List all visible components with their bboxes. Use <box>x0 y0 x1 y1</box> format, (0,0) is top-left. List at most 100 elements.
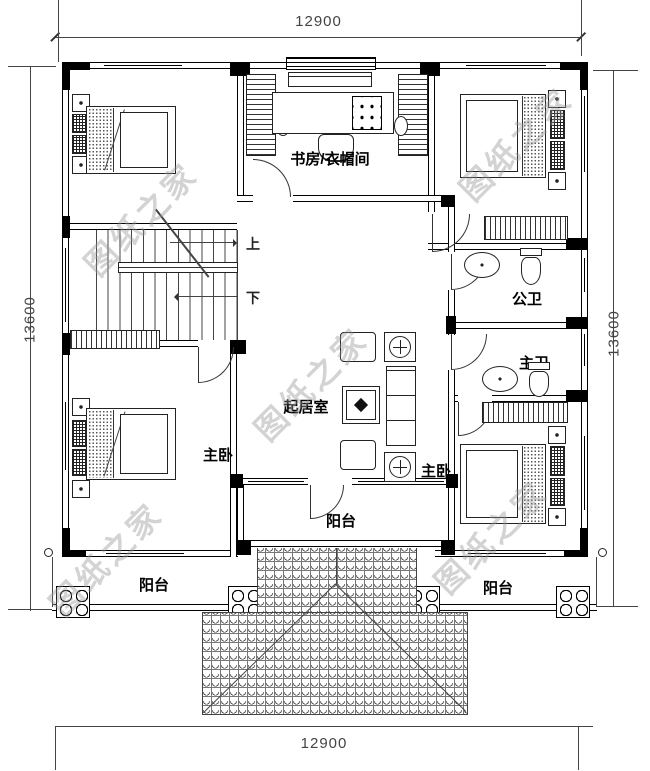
cabinet-hatch <box>550 141 565 170</box>
watermark: 图纸之家 <box>247 320 376 449</box>
stairwell-edge <box>237 230 238 340</box>
wall-segment <box>448 290 455 335</box>
roof-edge <box>202 714 468 715</box>
stair-direction-line <box>170 242 236 243</box>
wall-segment <box>428 243 588 250</box>
wall-pier <box>564 550 588 557</box>
window <box>286 57 376 70</box>
desk-keyboard <box>352 96 382 130</box>
dim-line <box>30 66 31 611</box>
cabinet-hatch <box>550 110 565 139</box>
balcony-rail <box>596 557 597 607</box>
drain-circle <box>598 548 607 557</box>
window <box>468 550 546 557</box>
nightstand <box>72 480 90 498</box>
side-table-lamp-icon <box>389 456 411 478</box>
cabinet-hatch <box>550 446 565 476</box>
window <box>466 62 546 69</box>
wall-segment <box>448 370 455 548</box>
nightstand <box>548 426 566 444</box>
room-label-public-bath: 公卫 <box>511 291 542 308</box>
dim-line <box>55 726 593 727</box>
wardrobe <box>70 330 160 349</box>
wall-pier <box>62 550 86 557</box>
bed-pillow <box>88 410 114 478</box>
wall-segment <box>237 62 244 202</box>
wall-pier <box>560 62 588 70</box>
nightstand <box>548 508 566 526</box>
wall-pier <box>566 238 588 250</box>
window <box>581 334 588 366</box>
balcony-rail <box>52 557 53 607</box>
wall-segment <box>581 62 588 557</box>
coffee-table-inner <box>346 390 376 420</box>
armchair <box>340 440 376 470</box>
wall-pier <box>566 317 588 329</box>
sink <box>464 252 500 278</box>
sofa <box>386 366 416 446</box>
dim-bottom: 12900 <box>300 735 348 752</box>
window <box>62 248 69 322</box>
wall-pier <box>62 62 90 70</box>
balcony-rail <box>435 604 597 611</box>
nightstand <box>72 398 90 416</box>
bed-mattress <box>466 450 518 518</box>
cabinet-hatch <box>72 135 88 154</box>
bed-mattress <box>120 112 168 168</box>
wall-pier <box>566 390 588 402</box>
sink <box>482 366 518 392</box>
roof-edge <box>257 548 258 612</box>
window <box>106 550 184 557</box>
cabinet-hatch <box>550 478 565 506</box>
roof-ridge <box>336 548 337 585</box>
balcony-rail <box>237 540 455 547</box>
wall-segment <box>428 62 435 212</box>
shelf <box>288 72 372 87</box>
wall-pier <box>580 528 588 550</box>
room-label-balcony-left: 阳台 <box>138 577 169 594</box>
wall-pier <box>420 62 440 76</box>
nightstand <box>72 94 90 112</box>
wall-pier <box>230 474 243 488</box>
wardrobe <box>246 74 276 156</box>
room-label-balcony-center: 阳台 <box>325 513 356 530</box>
extension-line <box>8 609 56 610</box>
room-label-living: 起居室 <box>283 399 329 416</box>
wall-pier <box>230 62 250 76</box>
wall-pier <box>62 62 70 90</box>
wall-pier <box>446 474 458 488</box>
nightstand <box>548 90 566 108</box>
bed-mattress <box>466 100 518 172</box>
stair-direction-line <box>175 296 237 297</box>
window <box>581 436 588 510</box>
balcony-rail <box>448 485 455 547</box>
wall-pier <box>237 540 251 555</box>
wardrobe <box>398 74 428 156</box>
drain-circle <box>44 548 53 557</box>
stairs-down-label: 下 <box>246 290 260 306</box>
bed-pillow <box>88 108 114 172</box>
wall-pier <box>62 333 70 355</box>
door-arc <box>198 347 234 383</box>
stairs-up-label: 上 <box>246 236 260 252</box>
balcony-rail <box>237 485 244 547</box>
window <box>581 258 588 292</box>
extension-line <box>8 66 56 67</box>
wall-pier <box>441 540 455 555</box>
wall-pier <box>230 340 246 354</box>
cabinet-hatch <box>72 449 88 476</box>
extension-line <box>593 70 638 71</box>
wall-pier <box>62 216 70 238</box>
window <box>62 402 69 470</box>
room-label-balcony-right: 阳台 <box>482 580 513 597</box>
side-table-lamp-icon <box>389 336 411 358</box>
window <box>104 62 182 69</box>
roof-edge <box>202 612 468 613</box>
arrow-icon <box>233 239 241 247</box>
column <box>556 586 590 618</box>
bed-pillow <box>522 96 544 176</box>
balcony-rail <box>52 604 237 611</box>
dim-left: 13600 <box>21 296 39 343</box>
extension-line <box>55 726 56 770</box>
